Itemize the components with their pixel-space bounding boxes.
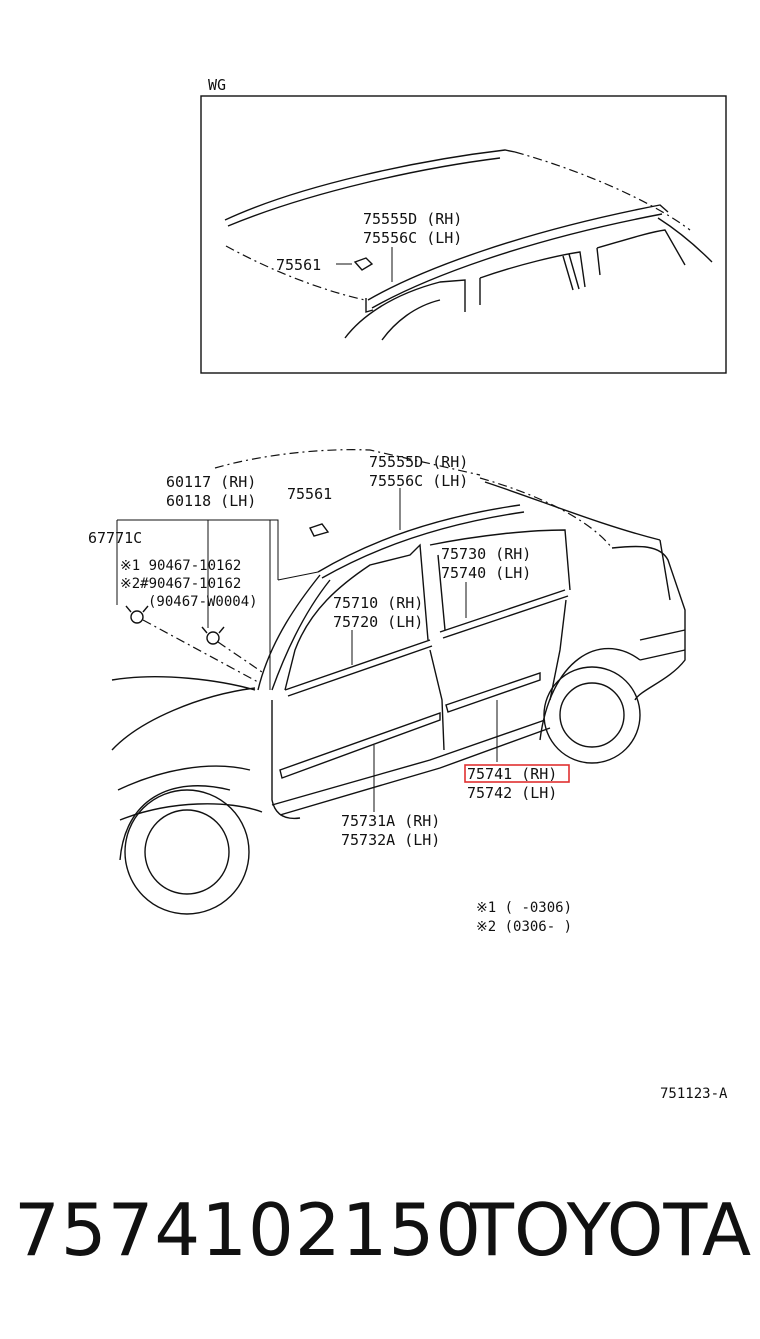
label-75731a: 75731A (RH) xyxy=(341,812,440,830)
label-75720: 75720 (LH) xyxy=(333,613,423,631)
note-2: ※2 (0306- ) xyxy=(476,919,572,935)
brand-name: TOYOTA xyxy=(470,1188,752,1272)
label-75561: 75561 xyxy=(287,485,332,503)
label-90467-b: ※2#90467-10162 xyxy=(120,576,241,592)
label-75741: 75741 (RH) xyxy=(467,765,557,783)
label-60118: 60118 (LH) xyxy=(166,492,256,510)
label-75556c: 75556C (LH) xyxy=(369,472,468,490)
inset-tag: WG xyxy=(208,76,226,94)
part-number: 7574102150 xyxy=(14,1188,483,1272)
label-90467-a: ※1 90467-10162 xyxy=(120,558,241,574)
note-1: ※1 ( -0306) xyxy=(476,900,572,916)
label-90467-c: (90467-W0004) xyxy=(148,594,258,610)
inset-label-75555d: 75555D (RH) xyxy=(363,210,462,228)
clip-67771c-icon xyxy=(125,605,149,624)
label-75730: 75730 (RH) xyxy=(441,545,531,563)
clip-90467-icon xyxy=(201,626,225,645)
inset-wagon-roof: WG 75555D (RH) 75556C (LH) 75561 xyxy=(200,76,727,374)
figure-code: 751123-A xyxy=(660,1086,728,1102)
inset-label-75561: 75561 xyxy=(276,256,321,274)
label-75710: 75710 (RH) xyxy=(333,594,423,612)
car-side-view xyxy=(111,449,686,915)
inset-label-75556c: 75556C (LH) xyxy=(363,229,462,247)
label-67771c: 67771C xyxy=(88,529,142,547)
callout-labels: 75555D (RH) 75556C (LH) 75561 60117 (RH)… xyxy=(88,453,570,849)
label-60117: 60117 (RH) xyxy=(166,473,256,491)
inset-frame xyxy=(200,95,727,374)
label-75555d: 75555D (RH) xyxy=(369,453,468,471)
highlight-box xyxy=(464,764,570,783)
label-75742: 75742 (LH) xyxy=(467,784,557,802)
label-75740: 75740 (LH) xyxy=(441,564,531,582)
footnotes: ※1 ( -0306) ※2 (0306- ) xyxy=(476,900,572,935)
label-75732a: 75732A (LH) xyxy=(341,831,440,849)
